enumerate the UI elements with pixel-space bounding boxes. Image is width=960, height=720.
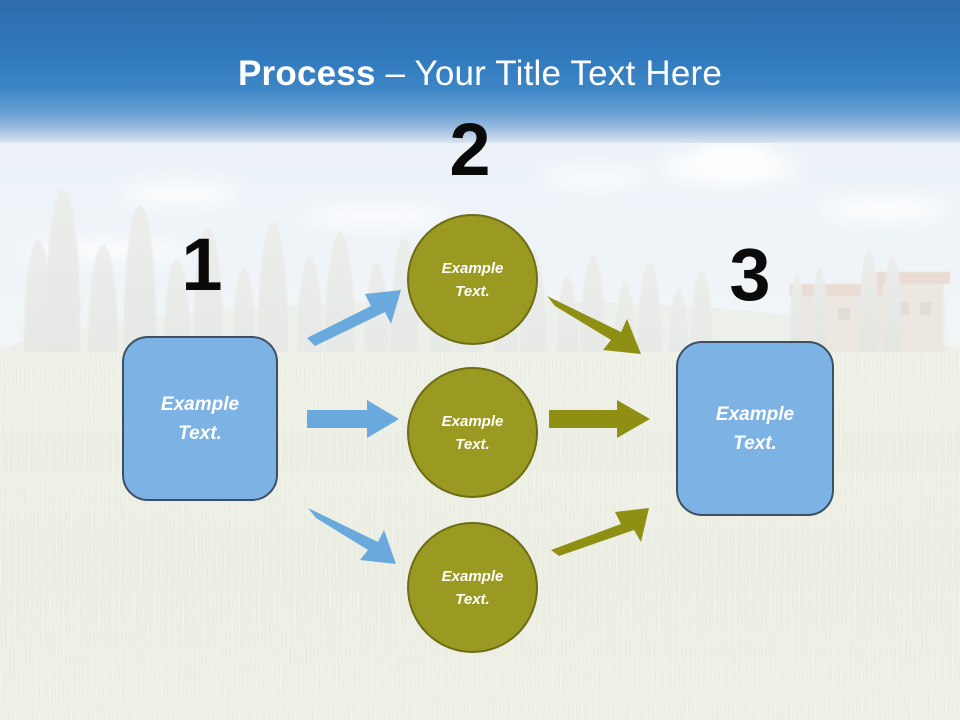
arrow-input-to-circle-top [305,286,405,348]
output-box-label: Example Text. [715,403,795,454]
page-title-bold: Process [238,54,376,93]
arrow-circle-middle-to-output [549,400,651,438]
step-number-1: 1 [181,223,223,306]
step-number-3: 3 [729,233,771,316]
title-banner [0,0,960,143]
input-box[interactable]: Example Text. [122,336,278,501]
page-title: Process – Your Title Text Here [0,52,960,96]
process-circle-middle-label: Example Text. [441,412,504,453]
arrow-circle-bottom-to-output [549,502,653,558]
output-box[interactable]: Example Text. [676,341,834,516]
process-circle-bottom-label: Example Text. [441,567,504,608]
process-circle-top[interactable]: Example Text. [407,214,538,345]
process-circle-middle[interactable]: Example Text. [407,367,538,498]
arrow-circle-top-to-output [545,288,655,356]
step-number-2: 2 [449,108,491,191]
arrow-input-to-circle-bottom [306,500,410,566]
page-title-separator: – [375,54,415,93]
input-box-label: Example Text. [160,393,240,444]
process-circle-top-label: Example Text. [441,259,504,300]
arrow-input-to-circle-middle [307,400,400,438]
process-circle-bottom[interactable]: Example Text. [407,522,538,653]
page-title-regular: Your Title Text Here [414,54,722,93]
